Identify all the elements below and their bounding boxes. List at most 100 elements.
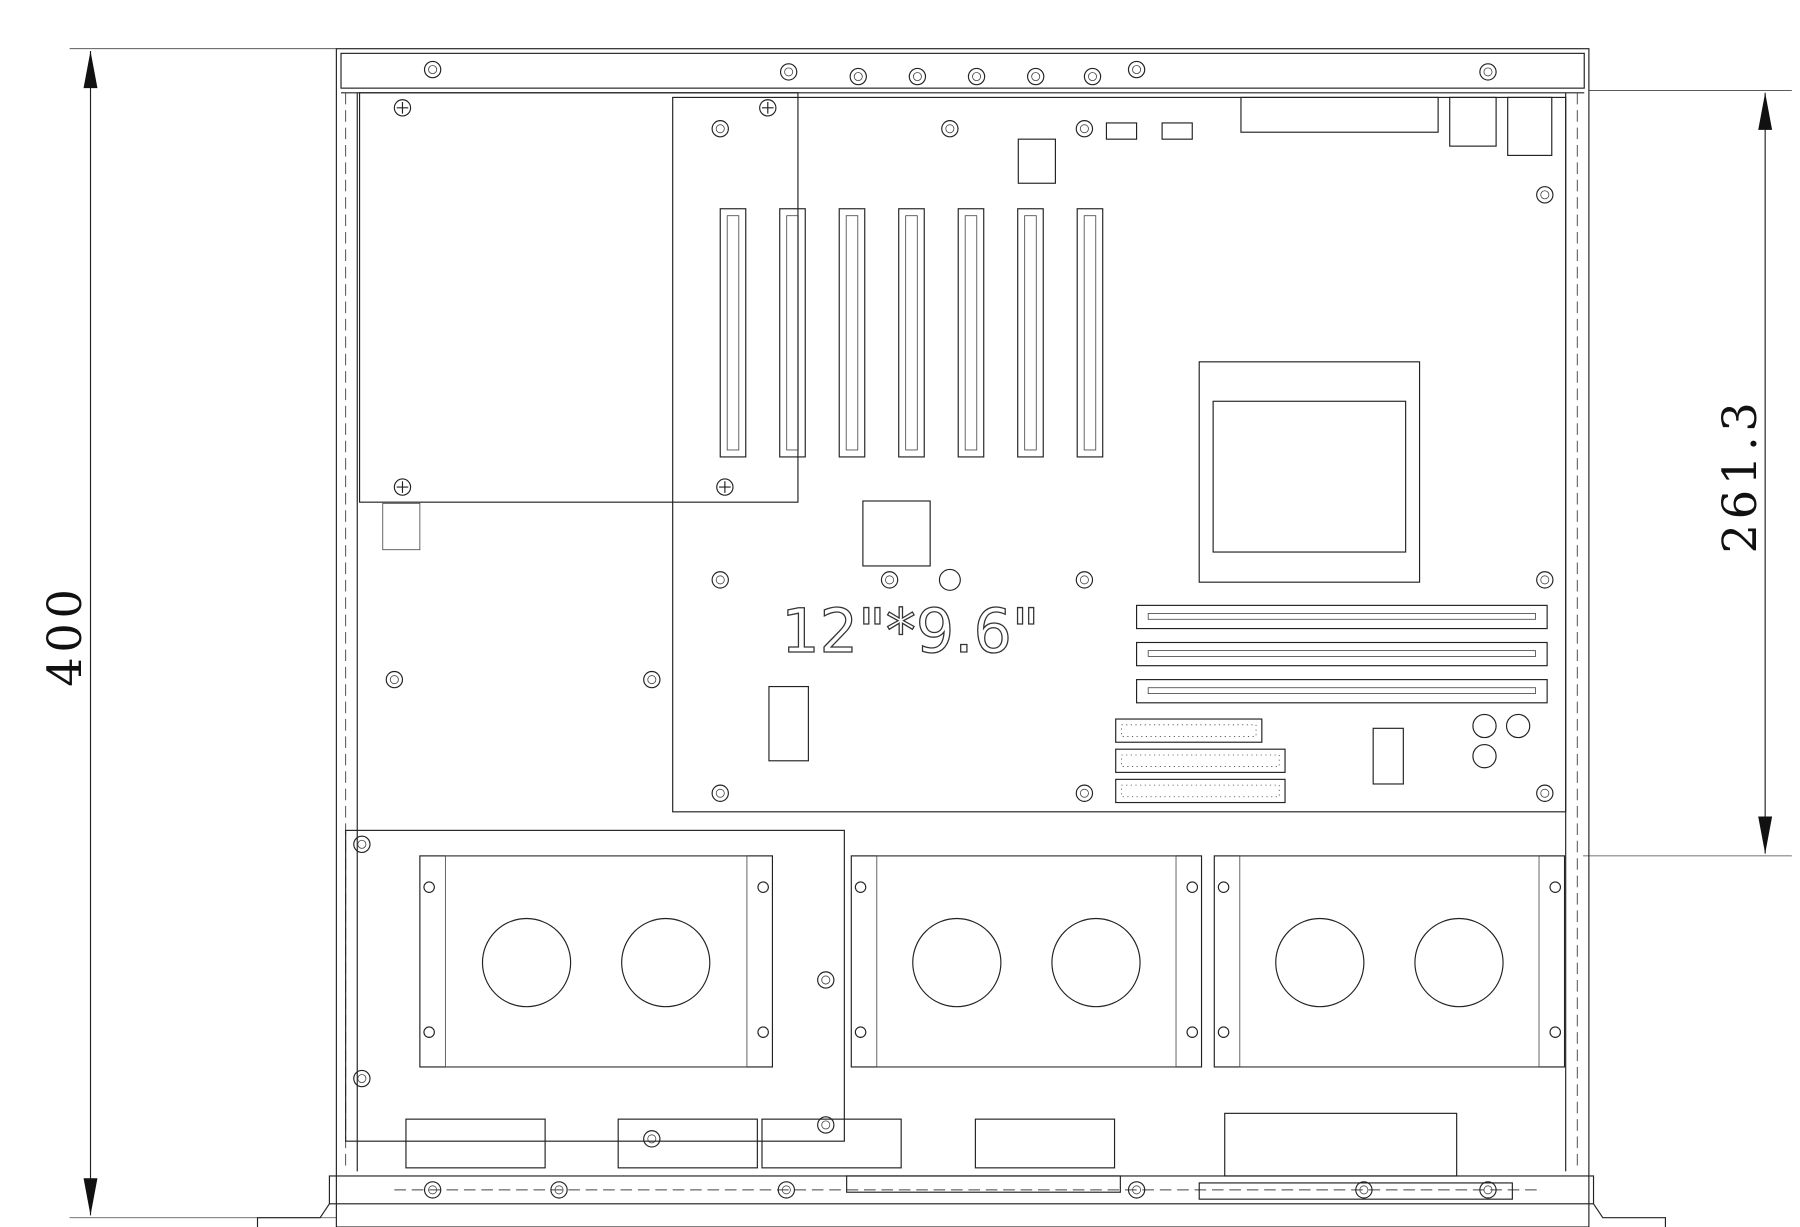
capacitor [1472, 743, 1497, 769]
dimm-slot-inner [1147, 613, 1536, 620]
fan-bracket [419, 855, 774, 1068]
screw-hole [967, 67, 986, 86]
board-size-label: 12"*9.6" [781, 597, 1039, 667]
screw-hole-inner [357, 839, 367, 849]
pci-slot [898, 208, 925, 458]
screw-hole-inner [428, 1185, 438, 1195]
screw-hole [817, 971, 835, 989]
screw-hole-inner [647, 1134, 657, 1144]
screw-hole-inner [1079, 575, 1089, 585]
arrow-up-icon [1758, 92, 1773, 130]
cpu-socket [1198, 361, 1421, 583]
screw-hole [643, 670, 661, 689]
mount-hole [938, 568, 961, 591]
dimm-slot [1136, 679, 1548, 704]
pci-slot-inner [786, 215, 799, 451]
fan-screw-hole [757, 881, 769, 893]
screw-hole-inner [1079, 124, 1089, 134]
capacitor [1472, 713, 1497, 739]
screw-hole [1536, 186, 1554, 204]
fan-icon [1414, 917, 1504, 1008]
pci-slot [719, 208, 747, 458]
screw-hole-inner [1088, 72, 1097, 82]
fan-screw-hole [1217, 881, 1230, 893]
arrow-down-icon [1758, 816, 1773, 854]
pci-slot-inner [845, 215, 859, 451]
phillips-screw-cross [396, 481, 409, 493]
screw-hole-inner [1359, 1185, 1369, 1195]
screw-hole-inner [1132, 1185, 1142, 1195]
dimension-261-label: 261.3 [1713, 398, 1767, 554]
screw-hole [1026, 67, 1045, 86]
ide-connector [1115, 778, 1286, 804]
ide-connector-pins [1121, 754, 1280, 767]
screw-hole [1479, 1181, 1497, 1199]
screw-hole [1536, 571, 1554, 589]
pci-slot-inner [1083, 215, 1097, 451]
screw-hole-inner [554, 1185, 564, 1195]
screw-hole-inner [1079, 788, 1089, 798]
screw-hole [423, 1181, 442, 1199]
screw-hole-inner [1031, 72, 1041, 82]
pci-slot-inner [726, 215, 740, 451]
dimension-261: 261.3 [1583, 90, 1792, 857]
pci-slot [1076, 208, 1104, 458]
fan-screw-hole [423, 1026, 435, 1038]
screw-hole [817, 1116, 835, 1134]
screw-hole-inner [715, 124, 725, 134]
phillips-screw-icon [393, 99, 412, 117]
screw-hole-inner [1483, 1185, 1493, 1195]
fan-icon [1275, 917, 1365, 1008]
pci-slot-inner [1024, 215, 1037, 451]
screw-hole [880, 571, 899, 589]
ide-connector [1115, 718, 1263, 743]
screw-hole-inner [784, 67, 794, 77]
pci-slot [838, 208, 866, 458]
screw-hole-inner [821, 975, 831, 985]
drive-bay-frame [345, 829, 1513, 1200]
phillips-screw-icon [393, 478, 412, 496]
screw-hole [908, 67, 927, 86]
phillips-screw-cross [719, 481, 731, 493]
fan-icon [912, 917, 1002, 1008]
arrow-down-icon [83, 1178, 98, 1216]
dimension-400-label: 400 [38, 584, 92, 686]
fan-screw-hole [854, 1026, 867, 1038]
screw-hole-inner [1540, 788, 1550, 798]
screw-hole [423, 60, 442, 79]
screw-hole [1355, 1181, 1373, 1199]
screw-hole [353, 1069, 371, 1088]
screw-hole [1075, 120, 1094, 138]
pci-slot [779, 208, 806, 458]
screw-hole [643, 1130, 661, 1148]
screw-hole-inner [715, 788, 725, 798]
screw-hole-inner [885, 575, 895, 585]
fan-bracket [850, 855, 1203, 1068]
screw-hole-inner [1540, 190, 1550, 200]
phillips-screw-icon [759, 99, 777, 117]
fan-screw-hole [1549, 881, 1562, 893]
screw-hole [550, 1181, 568, 1199]
dimm-slot-inner [1147, 687, 1536, 694]
screw-hole [711, 571, 729, 589]
fan-frame [444, 855, 748, 1068]
phillips-screw-cross [396, 102, 409, 114]
screw-hole [711, 120, 729, 138]
fan-icon [621, 917, 711, 1008]
pci-slot-inner [964, 215, 978, 451]
screw-hole [941, 120, 959, 138]
screw-hole [1083, 67, 1102, 86]
screw-hole [353, 835, 371, 853]
screw-hole-inner [389, 675, 399, 685]
ide-connector-pins [1121, 724, 1257, 737]
screw-hole-inner [912, 72, 922, 82]
screw-hole [777, 1181, 796, 1199]
fan-module [850, 855, 1203, 1068]
fan-screw-hole [1186, 881, 1199, 893]
screw-hole-inner [945, 124, 955, 134]
phillips-screw-cross [761, 102, 774, 114]
screw-hole-inner [1540, 575, 1550, 585]
screw-hole [849, 67, 867, 86]
screw-hole [1127, 1181, 1146, 1199]
